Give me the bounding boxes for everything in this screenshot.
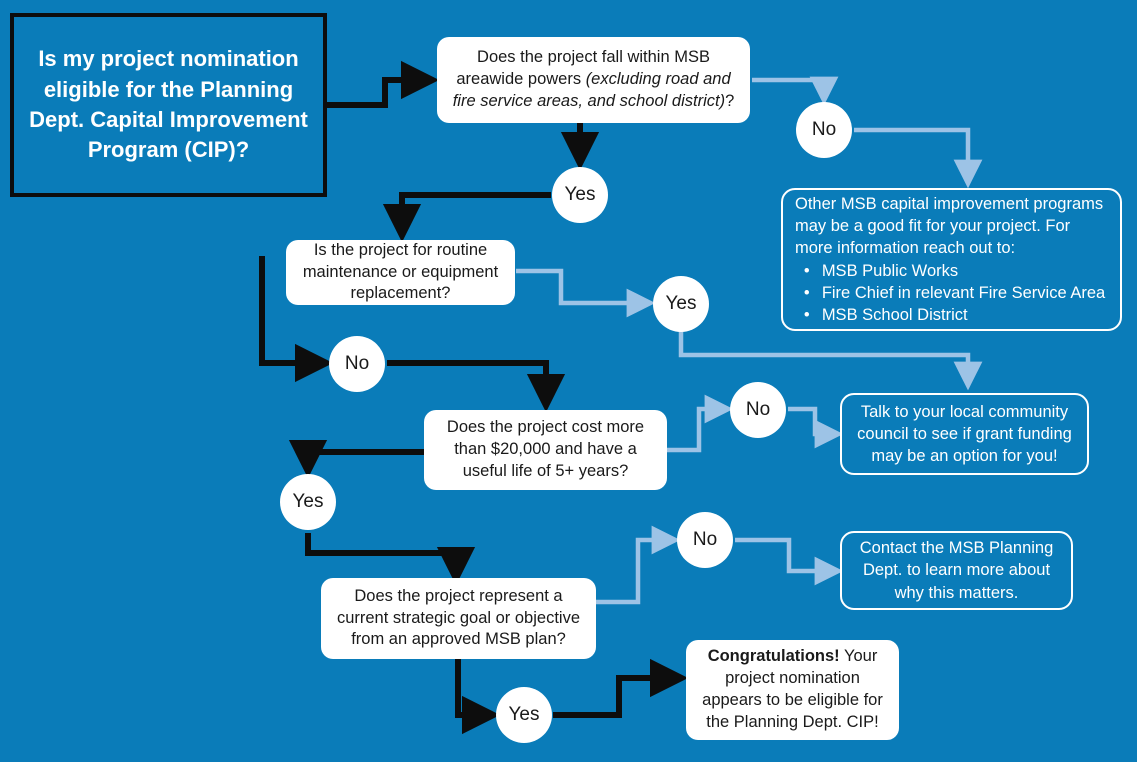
outcome-other-msb-programs: Other MSB capital improvement programs m… (781, 188, 1122, 331)
edge-strategic-to-yes (455, 659, 501, 735)
edge-areawide-to-no (752, 76, 839, 106)
question-strategic-text: Does the project represent a current str… (336, 586, 581, 649)
edge-yes-to-strategic (305, 533, 476, 586)
outcome-grant-funding: Talk to your local community council to … (840, 393, 1089, 475)
list-item: MSB Public Works (804, 260, 1105, 282)
title-text: Is my project nomination eligible for th… (29, 46, 308, 163)
outcome-other-programs-list: MSB Public Works Fire Chief in relevant … (798, 260, 1105, 326)
edge-routine-to-yes (516, 268, 656, 318)
badge-strategic-no: No (677, 512, 733, 568)
edge-yes-to-routine (382, 192, 551, 243)
outcome-congrats-lead: Congratulations! (707, 647, 840, 666)
edge-yes-to-congrats (553, 658, 689, 718)
badge-routine-yes: Yes (653, 276, 709, 332)
edge-no-to-contact-planning (735, 537, 844, 586)
outcome-congrats-body: Your project nomination appears to be el… (702, 647, 883, 731)
edge-no-to-other-programs (854, 127, 983, 189)
badge-cost-no: No (730, 382, 786, 438)
badge-areawide-no: No (796, 102, 852, 158)
question-areawide-powers: Does the project fall within MSB areawid… (437, 37, 750, 123)
badge-cost-yes: Yes (280, 474, 336, 530)
question-areawide-part1: Does the project fall within MSB areawid… (456, 48, 710, 89)
question-areawide-part2: ? (725, 91, 735, 110)
edge-group-no (516, 76, 983, 605)
question-areawide-italic: (excluding road and fire service areas, … (452, 70, 731, 110)
edge-no-to-cost (387, 360, 566, 413)
list-item: MSB School District (804, 304, 1105, 326)
edge-title-to-areawide (327, 60, 440, 108)
outcome-contact-planning-dept: Contact the MSB Planning Dept. to learn … (840, 531, 1073, 610)
outcome-grant-funding-text: Talk to your local community council to … (857, 402, 1072, 466)
list-item: Fire Chief in relevant Fire Service Area (804, 282, 1105, 304)
question-project-cost: Does the project cost more than $20,000 … (424, 410, 667, 490)
outcome-congratulations: Congratulations! Your project nomination… (686, 640, 899, 740)
outcome-congrats-text: Congratulations! Your project nomination… (698, 646, 887, 734)
edge-yes-to-grant-funding (678, 331, 983, 391)
outcome-other-programs-intro: Other MSB capital improvement programs m… (795, 195, 1104, 258)
question-areawide-text: Does the project fall within MSB areawid… (449, 47, 738, 113)
question-cost-text: Does the project cost more than $20,000 … (446, 418, 645, 480)
edge-no-to-grant-funding (788, 406, 844, 449)
outcome-contact-planning-text: Contact the MSB Planning Dept. to learn … (859, 539, 1054, 602)
question-routine-text: Is the project for routine maintenance o… (302, 240, 499, 303)
edge-cost-to-no (667, 394, 734, 453)
badge-areawide-yes: Yes (552, 167, 608, 223)
question-routine-maintenance: Is the project for routine maintenance o… (286, 240, 515, 305)
question-strategic-goal: Does the project represent a current str… (321, 578, 596, 659)
badge-routine-no: No (329, 336, 385, 392)
edge-strategic-to-no (596, 525, 681, 605)
title-box: Is my project nomination eligible for th… (10, 13, 327, 197)
badge-strategic-yes: Yes (496, 687, 552, 743)
